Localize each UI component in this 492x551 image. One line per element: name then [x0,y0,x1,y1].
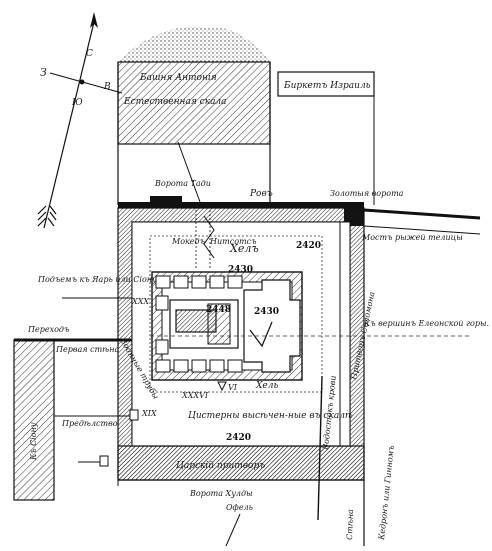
west-hill-block [13,339,55,501]
antonia-rock-block [117,61,271,145]
royal-cloister-band [117,445,365,481]
cisterns-label: Цистерны высѣчен-ные въ скалѣ [188,411,353,421]
ascent-label: Подъемъ къ Яарь или Сіону [37,275,157,284]
east-gate-court [243,279,301,373]
rock-label: Естественная скала [123,97,227,107]
ophel-label: Офель [226,503,253,512]
inner-sanctuary: 2448 2430 2430 [150,265,470,381]
nitsots-label: Нитсотсъ [209,237,256,246]
compass-center [79,79,85,85]
feather-icon [37,205,57,227]
elev-2420: 2420 [296,241,321,251]
moat-label: Ровъ [249,189,273,199]
left-mount-label: Къ Сіону [29,422,38,461]
gate-xix-label: XIX [141,409,157,418]
birket-israel-pool: Биркетъ Израиль [277,71,375,205]
hulda-gates-label: Ворота Хулды [189,489,253,498]
lower-court: XXXVI VI Хель Цистерны высѣчен-ные въ ск… [176,381,353,471]
compass-west-label: З [40,66,47,79]
kidron-label: Кедронъ или Гинномъ [377,445,396,541]
compass-north-label: С [86,49,93,59]
upper-court-marks: Мокедъ Нитсотсъ Хелъ 2420 [171,210,321,270]
gate-xxx-label: XXX [131,297,149,306]
north-arrow-icon [90,12,98,28]
first-wall-label: Первая стѣна [55,345,119,354]
antonia-dome [118,26,270,62]
predel-label: Предѣлство [61,419,118,428]
compass-rose: С З В Ю [37,12,123,229]
antonia-label: Башня Антонія [139,73,217,83]
birket-label: Биркетъ Израиль [283,81,371,91]
compass-axis-ew [49,72,123,94]
gate-vi-label: VI [228,383,238,392]
moat-wall-bar [118,202,364,208]
golden-gate-label: Золотыя ворота [330,189,404,198]
elev-2430-east: 2430 [254,307,279,317]
hel-bottom-label: Хель [255,381,278,391]
elev-2448: 2448 [206,305,231,315]
bridge-label: Мостъ рыжей телицы [361,233,463,242]
royal-cloister-label: Царскій притворъ [176,461,265,471]
compass-south-label: Ю [71,98,83,108]
elev-2430: 2430 [228,265,253,275]
gate-tadi-label: Ворота Тади [154,179,211,188]
south-exit: Ворота Хулды Офель [117,480,253,547]
wall-label: Стѣна [345,509,355,540]
court-dotted-line [149,235,323,393]
hel-top-label: Хелъ [229,242,259,255]
gate-xxxvi-label: XXXVI [181,391,209,400]
antonia-tower: Башня Антонія Естественная скала [117,26,271,205]
mokeed-label: Мокедъ [171,237,205,246]
compass-axis-ns [43,21,95,229]
compass-east-label: В [103,82,111,92]
elev-2420-south: 2420 [226,433,251,443]
crossing-label: Переходъ [27,325,69,334]
summit-label: Къ вершинъ Елеонской горы. [363,319,489,328]
